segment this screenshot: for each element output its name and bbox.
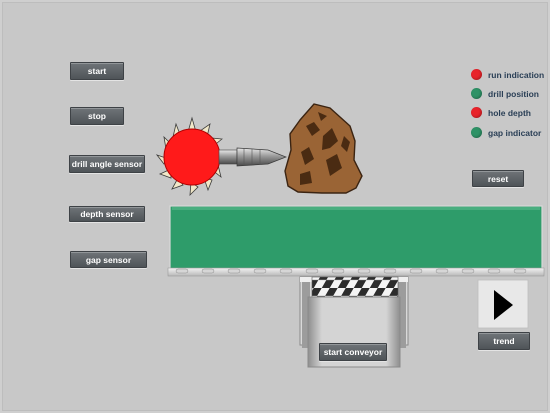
drill-position-lamp — [471, 88, 482, 99]
drill-bit — [218, 147, 287, 167]
indicator-label: run indication — [488, 69, 545, 80]
gap-sensor-button[interactable]: gap sensor — [70, 251, 147, 268]
run-indication-lamp — [471, 69, 482, 80]
play-triangle-icon — [494, 290, 513, 320]
indicator-run: run indication — [471, 69, 544, 80]
trend-button[interactable]: trend — [478, 332, 530, 350]
indicator-label: hole depth — [488, 107, 531, 118]
depth-sensor-button[interactable]: depth sensor — [69, 206, 145, 222]
drill-angle-sensor-button[interactable]: drill angle sensor — [69, 155, 145, 173]
trend-panel[interactable] — [477, 279, 529, 329]
indicator-label: gap indicator — [488, 127, 542, 138]
conveyor-belt — [167, 205, 545, 277]
reset-button[interactable]: reset — [472, 170, 524, 187]
stop-button[interactable]: stop — [70, 107, 124, 125]
indicator-hole-depth: hole depth — [471, 107, 531, 118]
gap-indicator-lamp — [471, 127, 482, 138]
start-conveyor-button[interactable]: start conveyor — [319, 343, 387, 361]
indicator-gap: gap indicator — [471, 127, 541, 138]
hole-depth-lamp — [471, 107, 482, 118]
indicator-label: drill position — [488, 88, 539, 99]
indicator-drill-position: drill position — [471, 88, 539, 99]
rock — [284, 103, 363, 194]
cutter-wheel — [155, 116, 228, 197]
start-button[interactable]: start — [70, 62, 124, 80]
